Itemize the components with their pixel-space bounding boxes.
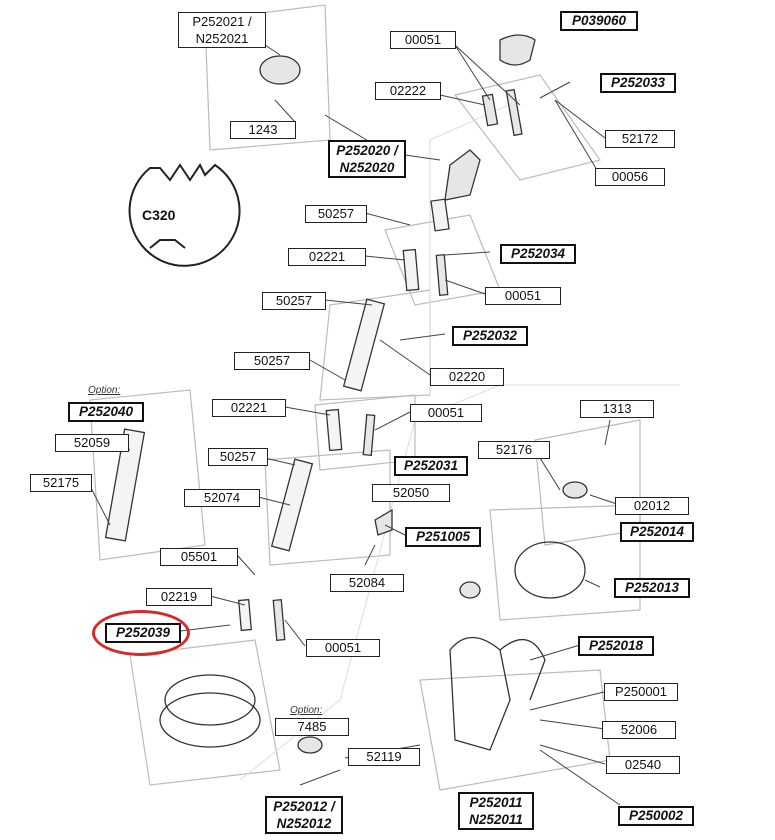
label-p252020[interactable]: P252020 / N252020	[328, 140, 406, 178]
label-p250002[interactable]: P250002	[618, 806, 694, 826]
part-p251005	[374, 508, 393, 536]
label-00051: 00051	[410, 404, 482, 422]
pole-p252032	[342, 298, 386, 392]
label-52084: 52084	[330, 574, 404, 592]
label-p252040[interactable]: P252040	[68, 402, 144, 422]
label-52050: 52050	[372, 484, 450, 502]
label-50257: 50257	[234, 352, 310, 370]
label-p039060[interactable]: P039060	[560, 11, 638, 31]
cap-p039060	[499, 34, 536, 66]
pole-segment-top	[430, 198, 450, 232]
nut-7485	[297, 736, 323, 754]
label-02222: 02222	[375, 82, 441, 100]
clip-p252033	[505, 88, 523, 137]
label-1243: 1243	[230, 121, 296, 139]
label-p252033[interactable]: P252033	[600, 73, 676, 93]
box-p252031	[264, 449, 391, 566]
frame-p252018	[449, 637, 511, 751]
label-52176: 52176	[478, 441, 550, 459]
hub-p252021	[259, 55, 301, 85]
box-p252033	[453, 74, 601, 181]
head-p252020	[444, 149, 481, 201]
label-50257: 50257	[262, 292, 326, 310]
label-02540: 02540	[606, 756, 680, 774]
label-02221: 02221	[288, 248, 366, 266]
reel-p252012	[164, 674, 256, 726]
pole-p252031	[270, 458, 314, 552]
highlight-ring-p252039	[92, 610, 190, 656]
label-02012: 02012	[615, 497, 689, 515]
label-05501: 05501	[160, 548, 238, 566]
label-00051: 00051	[306, 639, 380, 657]
c320-clip-icon	[128, 163, 241, 267]
label-p252032[interactable]: P252032	[452, 326, 528, 346]
connector-p252014	[562, 481, 588, 499]
label-50257: 50257	[208, 448, 268, 466]
label-52059: 52059	[55, 434, 129, 452]
c320-label: C320	[142, 207, 176, 223]
box-p252012	[129, 639, 281, 786]
label-52119: 52119	[348, 748, 420, 766]
label-p250001: P250001	[604, 683, 678, 701]
label-p252018[interactable]: P252018	[578, 636, 654, 656]
label-p252013[interactable]: P252013	[614, 578, 690, 598]
label-52172: 52172	[605, 130, 675, 148]
label-p252034[interactable]: P252034	[500, 244, 576, 264]
box-p252011	[419, 669, 611, 791]
label-52006: 52006	[602, 721, 676, 739]
label-p252031[interactable]: P252031	[394, 456, 468, 476]
box-p252013	[489, 504, 641, 621]
label-50257: 50257	[305, 205, 367, 223]
label-02220: 02220	[430, 368, 504, 386]
label-p252021: P252021 / N252021	[178, 12, 266, 48]
reel-p252013	[514, 541, 586, 599]
label-7485: 7485	[275, 718, 349, 736]
label-02219: 02219	[146, 588, 212, 606]
option-label-2: Option:	[290, 705, 323, 716]
label-p251005[interactable]: P251005	[405, 527, 481, 547]
reel-parts	[159, 34, 588, 754]
box-p252040	[89, 389, 206, 561]
label-p252012[interactable]: P252012 / N252012	[265, 796, 343, 834]
pole-p252040	[104, 428, 146, 542]
option-label-1: Option:	[88, 385, 121, 396]
label-00051: 00051	[390, 31, 456, 49]
label-p252014[interactable]: P252014	[620, 522, 694, 542]
label-52175: 52175	[30, 474, 92, 492]
label-1313: 1313	[580, 400, 654, 418]
label-p252011[interactable]: P252011 N252011	[458, 792, 534, 830]
label-00056: 00056	[595, 168, 665, 186]
label-00051: 00051	[485, 287, 561, 305]
label-52074: 52074	[184, 489, 260, 507]
label-02221: 02221	[212, 399, 286, 417]
